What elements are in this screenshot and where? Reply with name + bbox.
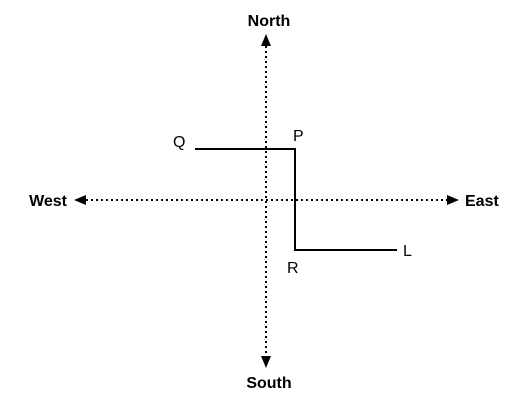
west-label: West xyxy=(29,193,68,210)
north-arrowhead xyxy=(261,34,271,46)
east-arrowhead xyxy=(447,195,459,205)
point-r-label: R xyxy=(287,260,299,277)
south-label: South xyxy=(246,375,291,392)
point-p-label: P xyxy=(293,128,304,145)
west-arrowhead xyxy=(74,195,86,205)
point-q-label: Q xyxy=(173,134,185,151)
north-label: North xyxy=(248,13,291,30)
point-l-label: L xyxy=(403,243,412,260)
south-arrowhead xyxy=(261,356,271,368)
east-label: East xyxy=(465,193,499,210)
